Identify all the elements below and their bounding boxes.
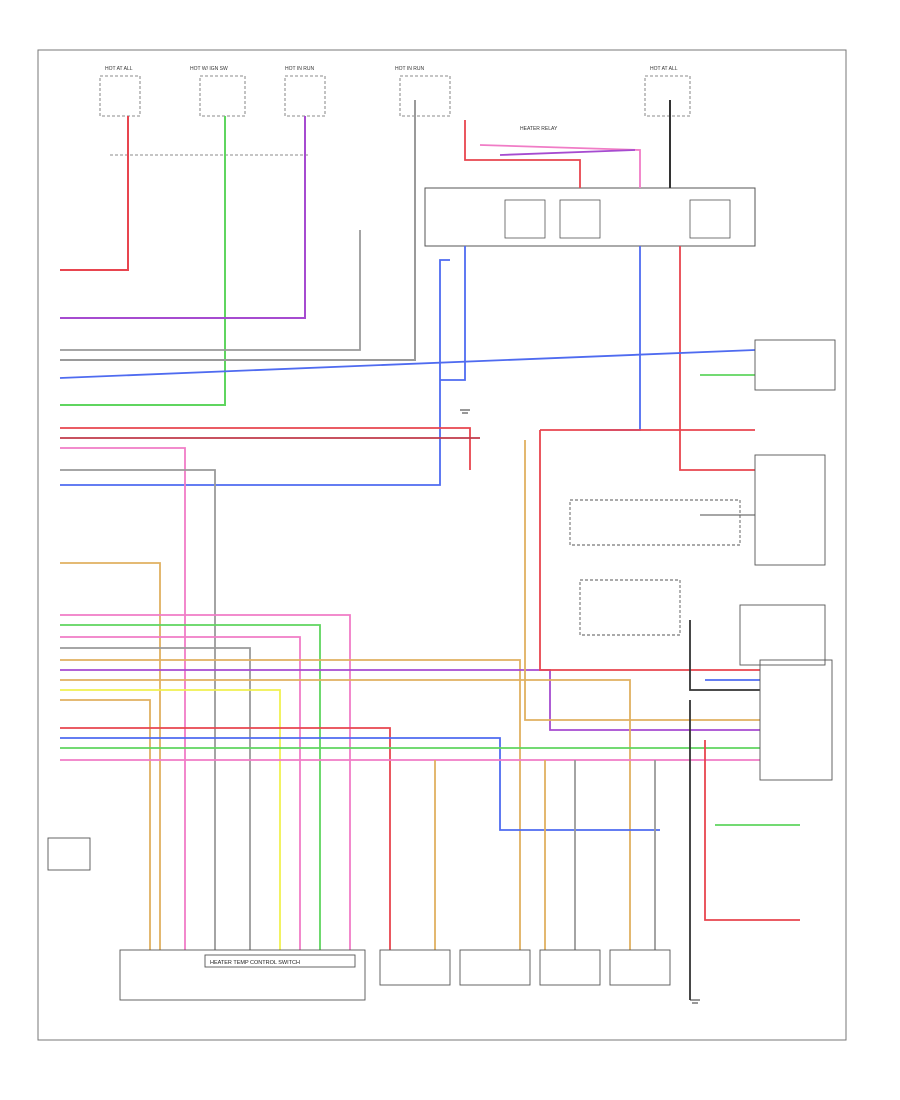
wire-blue-relay-a bbox=[440, 246, 466, 381]
wire-red-relay-b bbox=[679, 246, 755, 471]
fuse-label-5: HOT AT ALL bbox=[650, 66, 678, 72]
wire-tan-h2 bbox=[60, 659, 521, 950]
fuse-box-3 bbox=[284, 75, 326, 117]
temp-control-switch-label-box bbox=[204, 954, 356, 968]
component-box-r2 bbox=[754, 454, 826, 566]
fuse-box-2 bbox=[199, 75, 246, 117]
relay-block bbox=[424, 187, 756, 247]
component-box-r4 bbox=[739, 604, 826, 666]
wire-pink-h2 bbox=[60, 614, 351, 950]
wire-red-feed bbox=[60, 116, 129, 271]
power-feed-wires bbox=[60, 100, 671, 406]
ambient-sensor-box bbox=[379, 949, 451, 986]
pressure-switch-box bbox=[539, 949, 601, 986]
wire-green-feed bbox=[60, 116, 226, 406]
diagram-frame bbox=[37, 49, 847, 1041]
component-box-r5 bbox=[759, 659, 833, 781]
relay-block-label: HEATER RELAY bbox=[520, 126, 558, 132]
wire-gray-feed bbox=[60, 100, 416, 361]
wire-red-h1 bbox=[60, 427, 471, 470]
wire-tan-h1 bbox=[60, 562, 161, 950]
component-box-r6 bbox=[579, 579, 681, 636]
blower-motor-box bbox=[609, 949, 671, 986]
wire-red-r2 bbox=[539, 430, 760, 671]
wire-red-r3 bbox=[704, 740, 800, 921]
wire-gray-h1 bbox=[60, 469, 216, 950]
wire-gray-relay bbox=[60, 230, 361, 351]
wire-green-h2 bbox=[60, 624, 321, 950]
wire-yellow-h1 bbox=[60, 689, 281, 950]
component-box-r3 bbox=[569, 499, 741, 546]
wire-tan-r1 bbox=[524, 440, 760, 721]
wire-blue-h3 bbox=[60, 737, 660, 831]
fuse-box-1 bbox=[99, 75, 141, 117]
ac-control-switch-box bbox=[119, 949, 366, 1001]
right-components bbox=[569, 339, 836, 781]
wire-blue-h1 bbox=[59, 349, 756, 379]
left-harness bbox=[59, 349, 760, 950]
sensor-box-left bbox=[47, 837, 91, 871]
wire-pink-relay bbox=[479, 144, 641, 188]
ground-symbols bbox=[460, 409, 700, 1004]
wire-pink-h3 bbox=[60, 636, 301, 950]
right-harness bbox=[434, 374, 800, 1000]
wire-pink-h1 bbox=[60, 447, 186, 950]
wire-tan-h4 bbox=[60, 699, 151, 950]
wire-red-h3 bbox=[60, 727, 391, 950]
relay-3 bbox=[689, 199, 731, 239]
temp-control-switch-label: HEATER TEMP CONTROL SWITCH bbox=[210, 960, 300, 966]
fuse-label-4: HOT IN RUN bbox=[395, 66, 424, 72]
wire-blue-relay-b bbox=[590, 246, 641, 431]
wire-tan-h3 bbox=[60, 679, 631, 950]
fuse-boxes bbox=[99, 75, 691, 117]
top-power-labels: HOT AT ALL HOT W/ IGN SW HOT IN RUN HOT … bbox=[105, 66, 678, 72]
fuse-box-4 bbox=[399, 75, 451, 117]
fuse-label-3: HOT IN RUN bbox=[285, 66, 314, 72]
relay-1 bbox=[504, 199, 546, 239]
bottom-components bbox=[47, 837, 671, 1001]
component-box-r1 bbox=[754, 339, 836, 391]
wire-black-r1 bbox=[689, 620, 760, 691]
relay-2 bbox=[559, 199, 601, 239]
wire-violet-relay bbox=[499, 149, 636, 156]
fuse-box-5 bbox=[644, 75, 691, 117]
wire-violet-feed bbox=[60, 116, 306, 319]
evap-sensor-box bbox=[459, 949, 531, 986]
wire-violet-h2 bbox=[60, 669, 760, 731]
wire-gray-h2 bbox=[60, 647, 251, 950]
fuse-label-2: HOT W/ IGN SW bbox=[190, 66, 228, 72]
wire-red-relay bbox=[464, 120, 581, 188]
wire-blue-loop bbox=[60, 259, 450, 486]
fuse-label-1: HOT AT ALL bbox=[105, 66, 133, 72]
